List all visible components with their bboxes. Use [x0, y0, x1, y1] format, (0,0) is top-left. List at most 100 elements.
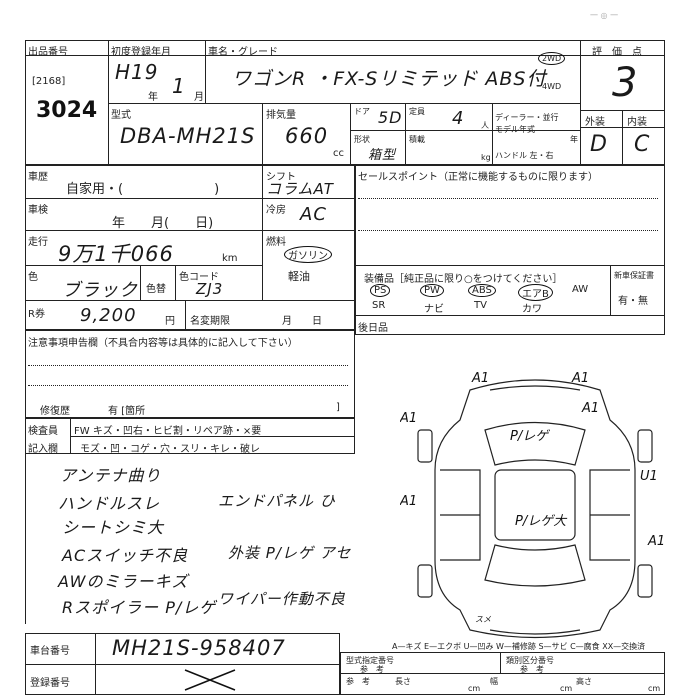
- equip-abs: ABS: [468, 284, 496, 297]
- mileage-label: 走行: [28, 237, 48, 248]
- drive-2wd: 2WD: [538, 52, 566, 65]
- load-unit: kg: [481, 153, 491, 162]
- notes-frame: [25, 330, 355, 418]
- category-code-ref: 参 考: [520, 665, 544, 674]
- load-label: 積載: [409, 135, 425, 144]
- lot-number: 3024: [36, 98, 98, 123]
- equip-airbag: エアB: [518, 284, 553, 301]
- lot-small-number: [2168]: [32, 76, 66, 87]
- equipment-title: 装備品［純正品に限り○をつけてください］: [364, 274, 563, 285]
- name-change-label: 名変期限: [190, 316, 230, 327]
- type-approval-label: 型式指定番号: [346, 656, 394, 665]
- remark-right-2: 外装 P/レゲ アセ: [228, 544, 352, 562]
- inspection-value: 年 月( 日): [112, 216, 214, 231]
- ac-value: AC: [300, 204, 327, 225]
- ext-label: 外装: [585, 117, 605, 128]
- remark-left-3: シートシミ大: [62, 518, 165, 537]
- sales-title: セールスポイント（正常に機能するものに限ります）: [358, 172, 598, 183]
- color-label: 色: [28, 272, 38, 283]
- repair-label: 修復歴: [40, 406, 70, 417]
- fuel-label: 燃料: [266, 237, 286, 248]
- remark-right-1: エンドパネル ひ: [218, 492, 336, 510]
- specs-frame: [25, 165, 355, 330]
- color-value: ブラック: [62, 280, 138, 301]
- damage-legend: A—キズ E—エクボ U—凹み W—補修跡 S—サビ C—腐食 XX—交換済: [392, 642, 646, 651]
- height-label: 高さ: [576, 677, 592, 686]
- capacity-value: 4: [452, 108, 465, 129]
- check-row-2: モズ・凹・コゲ・穴・スリ・キレ・破レ: [80, 444, 260, 455]
- mark-a1-right-rear: A1: [647, 534, 665, 549]
- cc-label: 排気量: [266, 110, 296, 121]
- category-label: 車歴: [28, 172, 48, 183]
- equip-aw: AW: [572, 284, 589, 295]
- mark-a1-left-front: A1: [400, 411, 417, 426]
- shape-value: 箱型: [368, 148, 397, 163]
- wheel-rear-right: [637, 564, 653, 598]
- reg-year: H19: [115, 60, 159, 84]
- warranty-value: 有・無: [618, 296, 648, 307]
- lot-label: 出品番号: [28, 47, 68, 58]
- inspector-label: 検査員: [28, 426, 58, 437]
- dimension-ref-label: 参 考: [346, 677, 370, 686]
- length-label: 長さ: [395, 677, 411, 686]
- wheel-rear-left: [417, 564, 433, 598]
- mark-u1-right: U1: [640, 469, 658, 484]
- roof-panel: [494, 469, 576, 541]
- retrofit-label: 後日品: [358, 323, 388, 334]
- ac-label: 冷房: [266, 205, 286, 216]
- mark-a1-front-left: A1: [471, 371, 489, 386]
- tax-label: R券: [28, 309, 45, 320]
- mark-rear-small: スメ: [475, 615, 491, 624]
- score-label: 評 価 点: [592, 47, 642, 58]
- reg-year-unit: 年: [148, 92, 158, 103]
- chassis-label: 車台番号: [30, 646, 70, 657]
- wheel-front-right: [637, 429, 653, 463]
- model-label: 型式: [111, 110, 131, 121]
- remark-left-4: ACスイッチ不良: [62, 546, 189, 565]
- shape-label: 形状: [354, 135, 370, 144]
- equip-ps: PS: [370, 284, 391, 297]
- ext-grade: D: [590, 132, 608, 157]
- capacity-label: 定員: [409, 107, 425, 116]
- name-change-unit: 月 日: [282, 316, 322, 327]
- notes-title: 注意事項申告欄（不具合内容等は具体的に記入して下さい）: [28, 338, 298, 349]
- width-label: 幅: [490, 677, 498, 686]
- remark-left-6: Rスポイラー P/レゲ: [62, 598, 217, 617]
- rear-window: [484, 544, 586, 587]
- repair-bracket: ]: [336, 402, 340, 413]
- height-unit: cm: [648, 684, 661, 693]
- mark-paint-hood: P/レゲ: [510, 429, 550, 444]
- faint-header-mark: 一 ◎ 一: [590, 11, 619, 20]
- equip-tv: TV: [474, 300, 487, 311]
- drive-4wd: 4WD: [542, 82, 562, 91]
- warranty-label: 新車保証書: [614, 271, 654, 280]
- model-year-unit: 年: [570, 135, 578, 144]
- name-label: 車名・グレード: [208, 47, 278, 58]
- reg-month: 1: [172, 74, 186, 98]
- equip-navi: ナビ: [424, 304, 444, 315]
- repair-value: 有 [箇所: [108, 406, 146, 417]
- fuel-diesel: 軽油: [288, 270, 310, 283]
- capacity-unit: 人: [481, 121, 489, 130]
- length-unit: cm: [468, 684, 481, 693]
- score-value: 3: [612, 60, 639, 106]
- equip-sr: SR: [372, 300, 386, 311]
- handle-label: ハンドル 左・右: [495, 151, 554, 160]
- wheel-front-left: [417, 429, 433, 463]
- dealer-label: ディーラー・並行: [495, 113, 559, 122]
- mark-a1-left-rear: A1: [400, 494, 417, 509]
- model-value: DBA-MH21S: [120, 124, 256, 148]
- model-year-label: モデル年式: [495, 125, 535, 134]
- remark-left-2: ハンドルスレ: [58, 494, 161, 513]
- plate-crossed-out-mark: [184, 669, 236, 691]
- door-value: 5D: [378, 108, 403, 127]
- width-unit: cm: [560, 684, 573, 693]
- int-grade: C: [634, 132, 651, 157]
- color-code: ZJ3: [196, 280, 224, 298]
- shift-value: コラムAT: [266, 180, 334, 198]
- category-code-label: 類別区分番号: [506, 656, 554, 665]
- entry-label: 記入欄: [28, 444, 58, 455]
- chassis-value: MH21S-958407: [112, 636, 286, 660]
- equip-pw: PW: [420, 284, 444, 297]
